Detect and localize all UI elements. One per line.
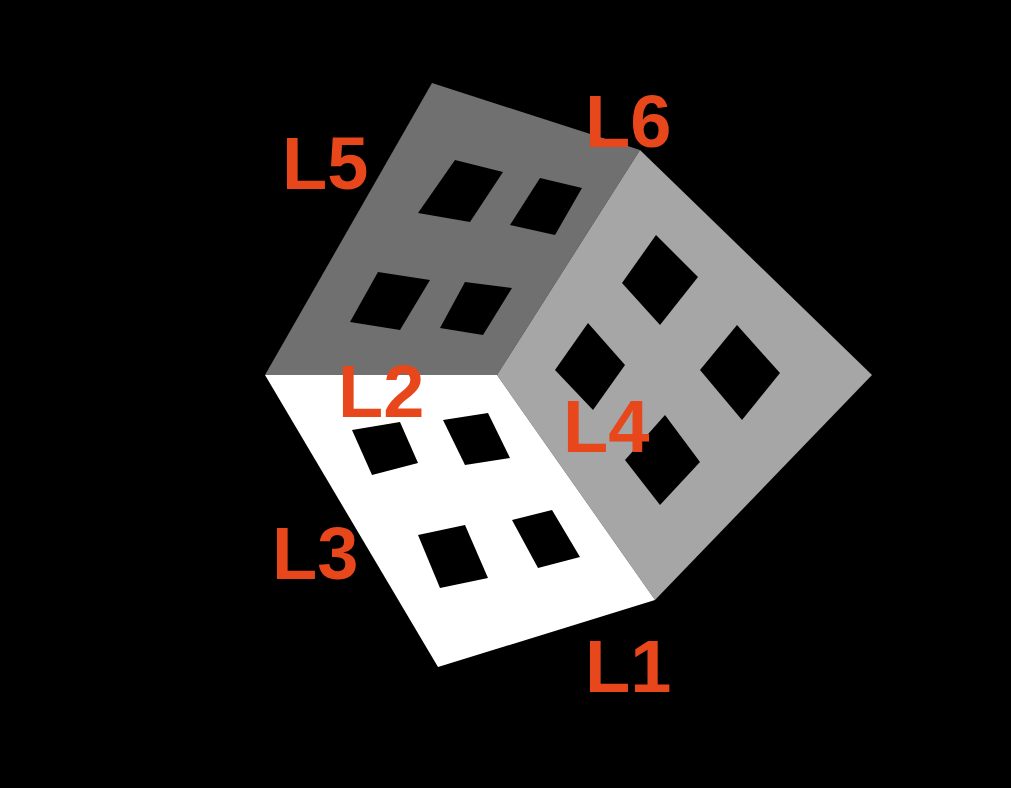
part-label: L5 xyxy=(282,127,368,201)
window xyxy=(440,282,512,335)
window xyxy=(622,235,698,325)
window xyxy=(350,272,430,330)
window xyxy=(512,510,580,568)
bottom-face xyxy=(265,375,655,667)
window xyxy=(418,160,503,222)
part-label: L1 xyxy=(585,630,671,704)
part-label: L6 xyxy=(585,85,671,159)
right-face xyxy=(497,150,872,600)
window xyxy=(510,178,582,235)
part-label: L3 xyxy=(272,517,358,591)
window xyxy=(443,413,510,465)
part-label: L4 xyxy=(563,390,649,464)
part-label: L2 xyxy=(338,355,424,429)
window xyxy=(700,325,780,420)
window xyxy=(352,422,418,475)
window xyxy=(418,525,488,588)
